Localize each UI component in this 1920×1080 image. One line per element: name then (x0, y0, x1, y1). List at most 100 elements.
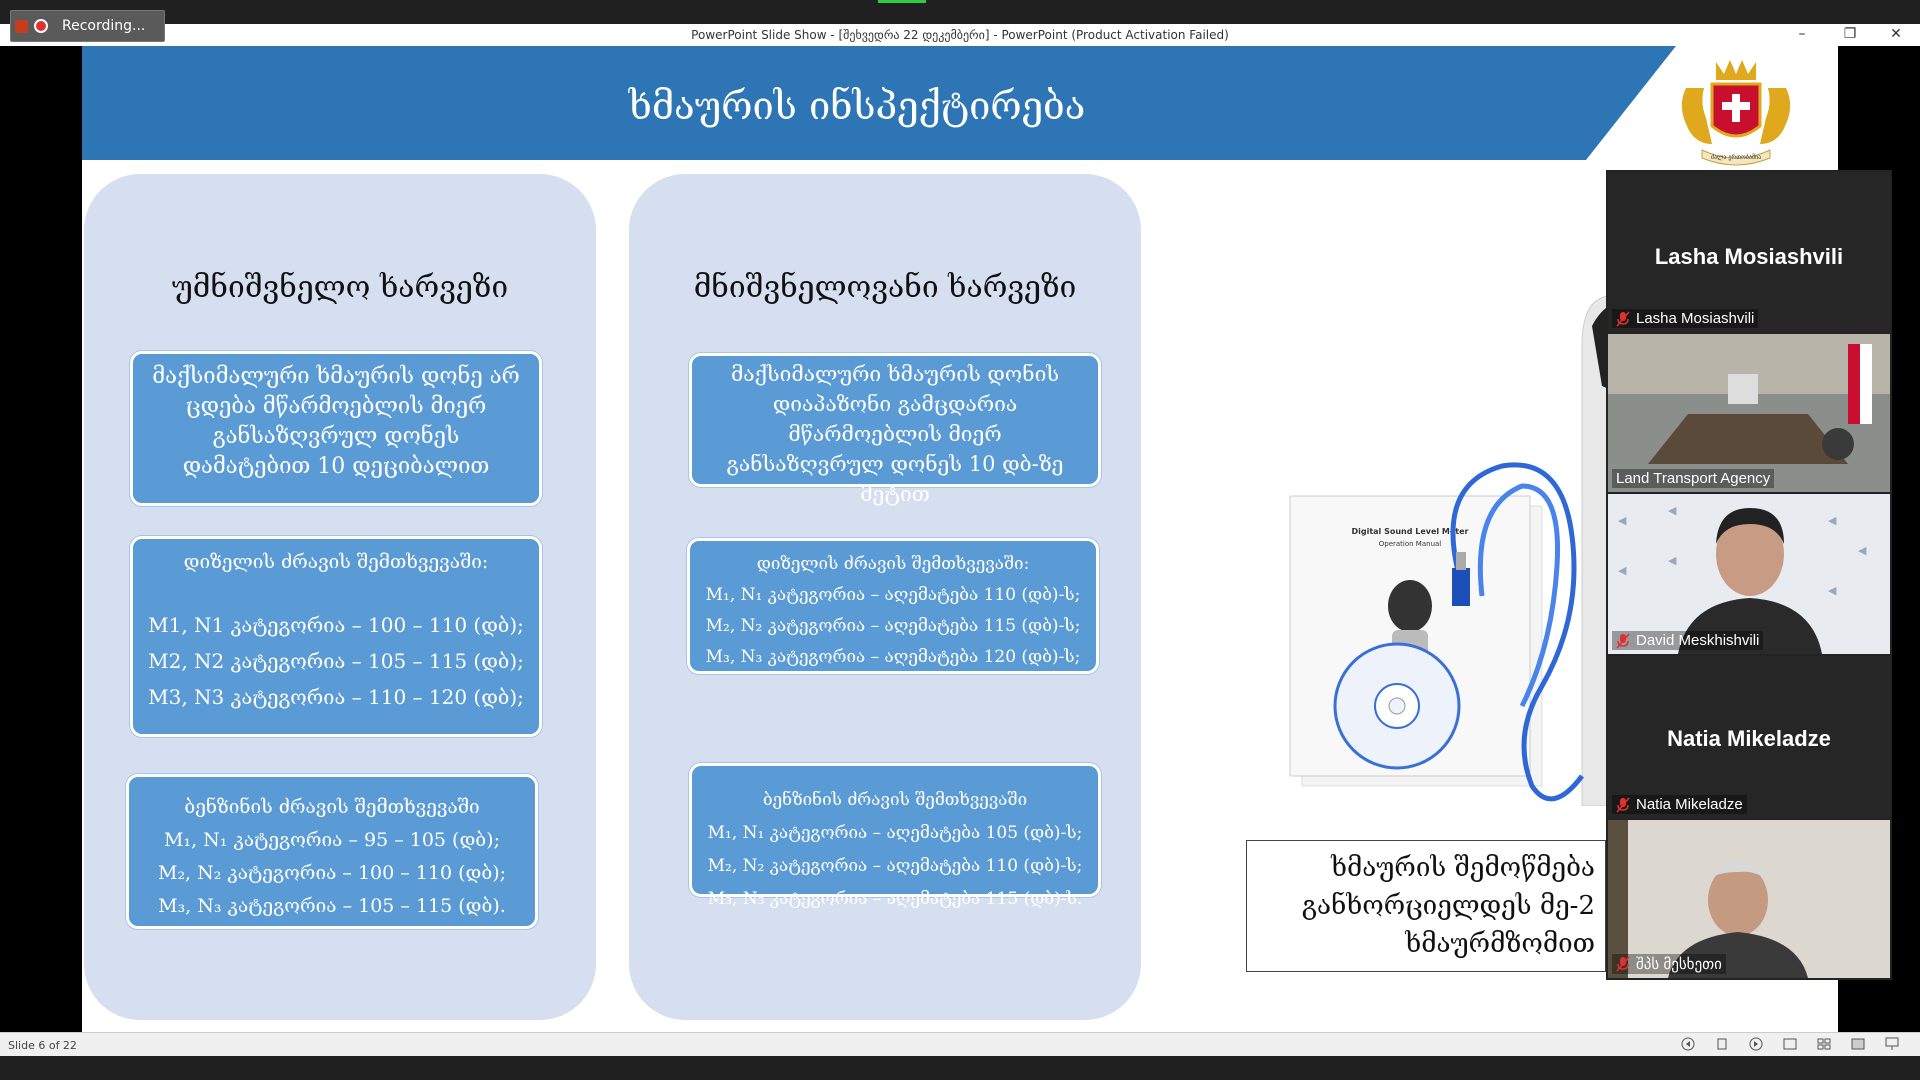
svg-text:◀: ◀ (1668, 554, 1677, 567)
major-defect-column: მნიშვნელოვანი ხარვეზი მაქსიმალური ხმაური… (629, 174, 1141, 1020)
mic-muted-icon (1616, 311, 1630, 326)
participant-tile[interactable]: Lasha Mosiashvili Lasha Mosiashvili (1608, 172, 1890, 332)
minimize-button[interactable]: – (1798, 26, 1806, 42)
status-bar-controls (1662, 1036, 1900, 1052)
line: დიაპაზონი გამცდარია (772, 392, 1018, 416)
manual-title: Digital Sound Level Meter (1351, 527, 1468, 536)
slideshow-icon[interactable] (1884, 1036, 1900, 1052)
svg-text:◀: ◀ (1618, 514, 1627, 527)
participant-label-text: Natia Mikeladze (1636, 796, 1743, 813)
line: მაქსიმალური ხმაურის დონის (730, 362, 1060, 386)
minor-defect-heading: უმნიშვნელო ხარვეზი (171, 270, 509, 305)
next-slide-icon[interactable] (1748, 1036, 1764, 1052)
minor-defect-column: უმნიშვნელო ხარვეზი მაქსიმალური ხმაურის დ… (84, 174, 596, 1020)
line: M1, N1 კატეგორია – 100 – 110 (დბ); (148, 613, 524, 637)
major-diesel-box: დიზელის ძრავის შემთხვევაში: M₁, N₁ კატეგ… (687, 538, 1099, 674)
slide-counter: Slide 6 of 22 (8, 1039, 77, 1052)
participant-tile[interactable]: Natia Mikeladze Natia Mikeladze (1608, 656, 1890, 818)
participant-name: Natia Mikeladze (1667, 726, 1831, 751)
line: მწარმოებლის მიერ (788, 422, 1002, 446)
participant-label: Lasha Mosiashvili (1612, 309, 1759, 328)
line: განსაზღვრულ დონეს (212, 424, 460, 449)
participant-label: Natia Mikeladze (1612, 795, 1747, 814)
slide-menu-icon[interactable] (1714, 1036, 1730, 1052)
line: M3, N3 კატეგორია – 110 – 120 (დბ); (148, 685, 524, 709)
window-title-bar: PowerPoint Slide Show - [შეხვედრა 22 დეკ… (0, 24, 1920, 46)
recording-indicator[interactable]: Recording... (10, 10, 165, 42)
line: ცდება მწარმოებლის მიერ (185, 394, 487, 419)
participant-label-text: შპს მესხეთი (1636, 956, 1722, 973)
line: მაქსიმალური ხმაურის დონე არ (152, 364, 520, 389)
line: M₃, N₃ კატეგორია – აღემატება 115 (დბ)-ს. (707, 889, 1083, 909)
manual-subtitle: Operation Manual (1379, 540, 1442, 548)
major-defect-heading: მნიშვნელოვანი ხარვეზი (693, 270, 1077, 305)
participant-name: Lasha Mosiashvili (1654, 244, 1844, 269)
participant-label-text: Lasha Mosiashvili (1636, 310, 1755, 327)
line: დამატებით 10 დეციბალით (182, 454, 490, 479)
banner-shape (82, 46, 1676, 160)
left-letterbox (0, 46, 82, 1043)
normal-view-icon[interactable] (1782, 1036, 1798, 1052)
petrol-title: ბენზინის ძრავის შემთხვევაში (762, 790, 1028, 810)
line: M₃, N₃ კატეგორია – 105 – 115 (დბ). (158, 895, 506, 917)
line: M₂, N₂ კატეგორია – აღემატება 115 (დბ)-ს; (705, 616, 1081, 636)
participant-tile[interactable]: შპს მესხეთი (1608, 820, 1890, 978)
major-defect-description-box: მაქსიმალური ხმაურის დონის დიაპაზონი გამც… (689, 353, 1101, 506)
active-indicator (878, 0, 926, 3)
participant-video (1608, 820, 1890, 978)
line: M2, N2 კატეგორია – 105 – 115 (დბ); (148, 649, 524, 673)
major-petrol-box: ბენზინის ძრავის შემთხვევაში M₁, N₁ კატეგ… (689, 763, 1101, 909)
diesel-title: დიზელის ძრავის შემთხვევაში: (756, 554, 1030, 574)
svg-text:◀: ◀ (1858, 544, 1867, 557)
svg-text:◀: ◀ (1668, 504, 1677, 517)
coat-motto: ძალა ერთობაშია (1711, 154, 1761, 161)
bottom-strip (0, 1056, 1920, 1080)
slide-title: ხმაურის ინსპექტირება (628, 84, 1086, 128)
participant-label-text: Land Transport Agency (1616, 470, 1771, 487)
slide-sorter-icon[interactable] (1816, 1036, 1832, 1052)
line: განხორციელდეს მე-2 (1301, 891, 1595, 921)
mic-muted-icon (1616, 797, 1630, 812)
record-icon (34, 19, 48, 33)
top-strip (0, 0, 1920, 24)
reading-view-icon[interactable] (1850, 1036, 1866, 1052)
mic-muted-icon (1616, 956, 1630, 972)
line: M₂, N₂ კატეგორია – 100 – 110 (დბ); (157, 862, 507, 884)
powerpoint-icon (15, 19, 28, 33)
slide[interactable]: ხმაურის ინსპექტირება ძალა ერთობაშია უმნი… (82, 46, 1838, 1043)
status-bar: Slide 6 of 22 (0, 1032, 1920, 1057)
svg-text:◀: ◀ (1828, 584, 1837, 597)
line: M₃, N₃ კატეგორია – აღემატება 120 (დბ)-ს; (705, 647, 1081, 667)
line: M₁, N₁ კატეგორია – აღემატება 110 (დბ)-ს; (705, 585, 1081, 605)
line: განსაზღვრულ დონეს 10 დბ-ზე (726, 452, 1064, 476)
restore-button[interactable]: ❐ (1843, 26, 1857, 42)
minor-defect-description-box: მაქსიმალური ხმაურის დონე არ ცდება მწარმო… (130, 351, 542, 506)
svg-text:◀: ◀ (1618, 564, 1627, 577)
georgia-coat-of-arms-icon: ძალა ერთობაშია (1681, 60, 1791, 166)
minor-petrol-box: ბენზინის ძრავის შემთხვევაში M₁, N₁ კატეგ… (126, 774, 538, 929)
participant-label: Land Transport Agency (1612, 469, 1775, 488)
participant-label: შპს მესხეთი (1612, 954, 1726, 974)
conference-room-video (1608, 334, 1890, 492)
meter-note-textbox: ხმაურის შემოწმება განხორციელდეს მე-2 ხმა… (1246, 840, 1606, 972)
line: ხმაურის შემოწმება (1331, 853, 1595, 883)
line: M₂, N₂ კატეგორია – აღემატება 110 (დბ)-ს; (707, 856, 1083, 876)
participants-panel: Lasha Mosiashvili Lasha Mosiashvili Land… (1606, 170, 1892, 980)
mic-muted-icon (1616, 633, 1630, 648)
participant-tile[interactable]: Land Transport Agency (1608, 334, 1890, 492)
minor-diesel-box: დიზელის ძრავის შემთხვევაში: M1, N1 კატეგ… (130, 536, 542, 737)
svg-text:◀: ◀ (1828, 514, 1837, 527)
previous-slide-icon[interactable] (1680, 1036, 1696, 1052)
line: M₁, N₁ კატეგორია – აღემატება 105 (დბ)-ს; (707, 823, 1083, 843)
participant-tile[interactable]: ◀ ◀ ◀ ◀ ◀ ◀ ◀ David Meskhishvili (1608, 494, 1890, 654)
window-title: PowerPoint Slide Show - [შეხვედრა 22 დეკ… (691, 28, 1229, 42)
line: M₁, N₁ კატეგორია – 95 – 105 (დბ); (164, 829, 500, 851)
close-button[interactable]: ✕ (1890, 26, 1902, 42)
line: ხმაურმზომით (1405, 929, 1595, 959)
title-banner (82, 46, 1676, 160)
participant-video: ◀ ◀ ◀ ◀ ◀ ◀ ◀ (1608, 494, 1890, 654)
participant-label: David Meskhishvili (1612, 631, 1764, 650)
petrol-title: ბენზინის ძრავის შემთხვევაში (184, 796, 480, 818)
recording-label: Recording... (62, 18, 146, 34)
line: მეტით (860, 482, 930, 506)
